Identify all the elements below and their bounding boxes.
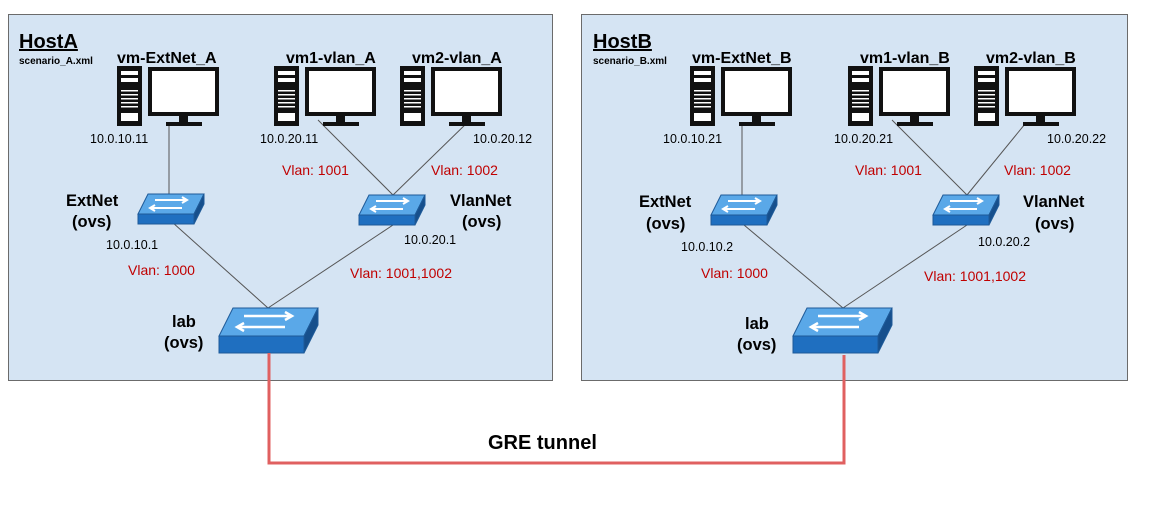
vlannet-b-ip: 10.0.20.2 [978,235,1030,249]
vm2-vlan-b-ip: 10.0.20.22 [1047,132,1106,146]
vm1-vlan-a-ip: 10.0.20.11 [260,132,318,146]
extnet-switch-b: ExtNet (ovs) 10.0.10.2 [639,193,778,254]
host-a-title: HostA [19,31,78,53]
host-b-file: scenario_B.xml [593,56,667,67]
vlan-label: Vlan: 1001 [282,162,349,178]
vm1-vlan-b-name: vm1-vlan_B [860,50,950,67]
switch-icon [791,306,894,355]
host-b-panel: HostB scenario_B.xml vm-ExtNet_B 10.0.10… [581,14,1128,381]
vlan-label: Vlan: 1000 [128,262,195,278]
switch-icon [932,194,1000,226]
vm2-vlan-a-ip: 10.0.20.12 [473,132,532,146]
switch-icon [358,194,426,226]
host-a-links [168,119,471,309]
vm-extnet-b-name: vm-ExtNet_B [692,50,792,67]
lab-b-type: (ovs) [737,336,776,354]
vlan-label: Vlan: 1001,1002 [924,268,1026,284]
lab-a-name: lab [172,313,196,331]
vm2-vlan-a: vm2-vlan_A 10.0.20.12 [400,50,532,146]
vlan-label: Vlan: 1001,1002 [350,265,452,281]
vlan-label: Vlan: 1002 [1004,162,1071,178]
vm-extnet-b-ip: 10.0.10.21 [663,132,722,146]
vlan-label: Vlan: 1001 [855,162,922,178]
host-a-file: scenario_A.xml [19,56,93,67]
vm1-vlan-b: vm1-vlan_B 10.0.20.21 [834,50,950,146]
switch-icon [137,193,205,225]
host-b-links [741,119,1026,309]
vlannet-switch-a: VlanNet (ovs) 10.0.20.1 [358,192,512,247]
vlannet-a-ip: 10.0.20.1 [404,233,456,247]
vlannet-switch-b: VlanNet (ovs) 10.0.20.2 [932,193,1085,249]
vlannet-a-name: VlanNet [450,192,512,210]
lab-switch-a: lab (ovs) [164,306,320,355]
vm1-vlan-b-ip: 10.0.20.21 [834,132,893,146]
host-b-title: HostB [593,31,652,53]
vm-extnet-a: vm-ExtNet_A 10.0.10.11 [90,50,219,146]
extnet-b-name: ExtNet [639,193,692,211]
vm-extnet-a-ip: 10.0.10.11 [90,132,148,146]
vlannet-a-type: (ovs) [462,213,501,231]
extnet-b-type: (ovs) [646,215,685,233]
lab-switch-b: lab (ovs) [737,306,894,355]
vlannet-b-type: (ovs) [1035,215,1074,233]
switch-icon [217,306,320,355]
vlannet-b-name: VlanNet [1023,193,1085,211]
gre-tunnel-line [267,353,846,465]
vm2-vlan-b-name: vm2-vlan_B [986,50,1076,67]
vlan-label: Vlan: 1002 [431,162,498,178]
extnet-a-type: (ovs) [72,213,111,231]
vm2-vlan-a-name: vm2-vlan_A [412,50,502,67]
switch-icon [710,194,778,226]
host-a-panel: HostA scenario_A.xml vm-ExtNet_A 10.0.10… [8,14,553,381]
vm-extnet-a-name: vm-ExtNet_A [117,50,217,67]
extnet-b-ip: 10.0.10.2 [681,240,733,254]
vm1-vlan-a-name: vm1-vlan_A [286,50,376,67]
vm1-vlan-a: vm1-vlan_A 10.0.20.11 [260,50,376,146]
lab-b-name: lab [745,315,769,333]
extnet-a-name: ExtNet [66,192,119,210]
lab-a-type: (ovs) [164,334,203,352]
vm-extnet-b: vm-ExtNet_B 10.0.10.21 [663,50,792,146]
extnet-a-ip: 10.0.10.1 [106,238,158,252]
vm2-vlan-b: vm2-vlan_B 10.0.20.22 [974,50,1106,146]
vlan-label: Vlan: 1000 [701,265,768,281]
extnet-switch-a: ExtNet (ovs) 10.0.10.1 [66,192,205,252]
gre-tunnel-label: GRE tunnel [488,432,597,454]
